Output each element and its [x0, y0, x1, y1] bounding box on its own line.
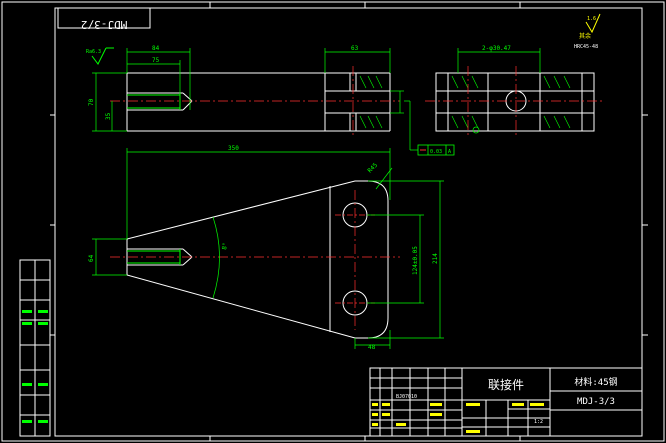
- tolerance-datum: A: [448, 149, 451, 155]
- front-view: [110, 66, 400, 138]
- dim-124: 124±0.05: [412, 246, 419, 275]
- title-block-marks: [372, 403, 544, 433]
- dim-64: 64: [88, 254, 95, 262]
- zone-ticks: [50, 2, 648, 441]
- part-name: 联接件: [488, 377, 524, 392]
- surface-value-2: 其余: [579, 32, 591, 40]
- plan-view: [110, 180, 400, 339]
- ref-code: BJ07010: [396, 394, 417, 400]
- dim-214: 214: [432, 253, 439, 264]
- hardness-note: HRC45-48: [574, 44, 598, 50]
- plan-dimensions: [92, 148, 444, 349]
- dim-63: 63: [351, 45, 359, 52]
- surface-value-1: 1.6: [587, 16, 596, 22]
- left-strip-labels: [22, 310, 48, 423]
- dim-holes: 2-φ30.47: [482, 45, 511, 52]
- surface-symbol: [585, 13, 601, 34]
- dim-48: 48: [368, 344, 376, 351]
- dim-70: 70: [88, 98, 95, 106]
- dim-84: 84: [152, 45, 160, 52]
- roughness-value: Ra6.3: [86, 49, 101, 55]
- title-block: [369, 367, 643, 437]
- dim-angle: 8°: [221, 242, 229, 250]
- roughness-symbol: [91, 47, 114, 65]
- scale: 1:2: [534, 419, 543, 425]
- dim-350: 350: [228, 145, 239, 152]
- dim-r45: R45: [366, 162, 379, 175]
- stamp-box: MDJ-3/2: [57, 7, 151, 31]
- tolerance-value: 0.03: [430, 149, 442, 155]
- tolerance-frame: 0.03 A: [404, 100, 455, 156]
- drawing-number: MDJ-3/3: [577, 397, 615, 407]
- material: 材料:45钢: [574, 376, 617, 388]
- stamp-text: MDJ-3/2: [81, 18, 127, 31]
- front-view-dimensions: [92, 48, 404, 132]
- left-binding-strip: [19, 259, 51, 437]
- dim-75: 75: [152, 57, 160, 64]
- side-view: 2-φ30.47: [425, 45, 605, 138]
- inner-frame: [54, 7, 643, 437]
- dim-35: 35: [105, 112, 112, 120]
